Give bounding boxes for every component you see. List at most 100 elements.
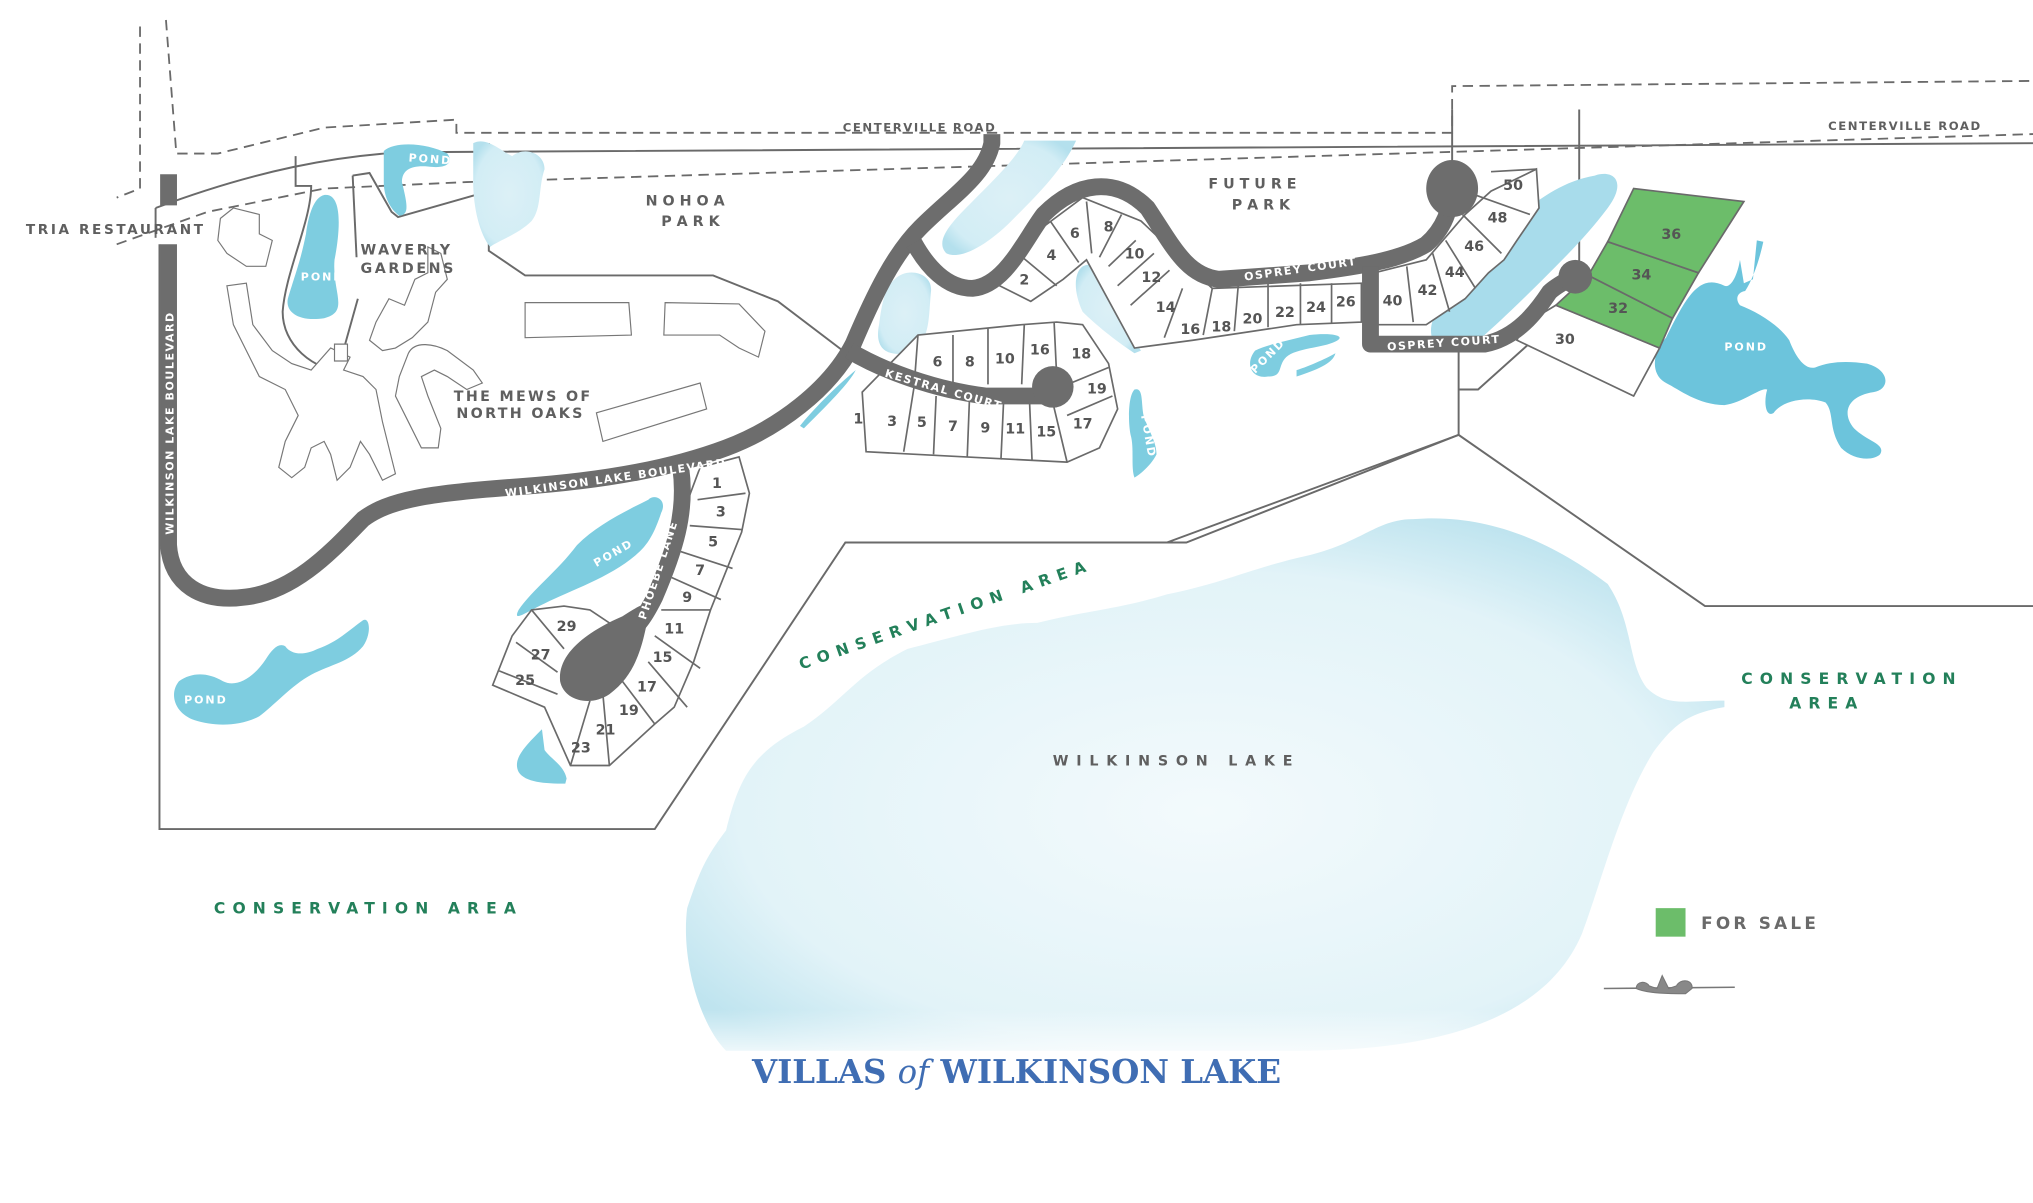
lot-number: 10 <box>995 352 1015 368</box>
lot-number: 22 <box>1275 305 1295 321</box>
buildings <box>217 207 766 482</box>
pond-waverly <box>287 194 339 320</box>
osprey-court-west <box>906 178 1461 297</box>
lot-36 <box>1606 187 1746 274</box>
phoebe-lot-numbers: 1 3 5 7 9 11 15 17 19 21 23 25 27 29 <box>515 476 726 756</box>
osprey-east-lot-numbers: 40 42 44 46 48 50 30 32 34 36 <box>1383 178 1682 348</box>
lot-number: 17 <box>637 680 657 696</box>
north-arrow-ornament-icon <box>1603 974 1735 995</box>
future-park-label-2: P A R K <box>1232 197 1291 213</box>
lot-number: 7 <box>695 563 705 579</box>
wilkinson-boulevard-vertical-label: WILKINSON LAKE BOULEVARD <box>164 311 177 534</box>
pond-phoebe-south <box>516 729 567 784</box>
conservation-area-left: CONSERVATION AREA <box>214 899 523 917</box>
lot-number: 20 <box>1243 311 1263 327</box>
for-sale-label: FOR SALE <box>1701 913 1819 933</box>
lot-number: 4 <box>1047 248 1057 264</box>
lot-number: 1 <box>712 476 722 492</box>
kestral-lot-numbers: 1 3 5 7 9 11 15 17 19 18 16 10 8 6 <box>853 343 1106 441</box>
lot-number: 24 <box>1306 300 1326 316</box>
title-part-of: of <box>898 1053 935 1091</box>
waverly-label-2: GARDENS <box>360 261 456 277</box>
lot-number: 8 <box>1104 219 1114 235</box>
lot-number: 12 <box>1141 270 1161 286</box>
for-sale-swatch <box>1655 908 1686 937</box>
title-part-villas: VILLAS <box>751 1053 898 1091</box>
lot-number: 44 <box>1445 265 1465 281</box>
nohoa-label-2: P A R K <box>661 214 720 230</box>
lot-number: 6 <box>932 354 942 370</box>
pond-label: POND <box>1724 341 1768 354</box>
lot-number: 9 <box>682 590 692 606</box>
centerville-road-label-right: CENTERVILLE ROAD <box>1828 119 1982 133</box>
lot-number: 16 <box>1180 322 1200 338</box>
osprey-east-lots <box>1373 167 1540 326</box>
pond-phoebe-north <box>516 497 664 617</box>
mews-label-2: NORTH OAKS <box>456 406 584 422</box>
phoebe-lots <box>491 455 751 767</box>
lot-number: 8 <box>965 354 975 370</box>
lot-number: 23 <box>571 741 591 757</box>
pond-kestral <box>1128 389 1157 478</box>
lot-number: 15 <box>653 650 673 666</box>
conservation-area-right-1: CONSERVATION <box>1741 670 1962 688</box>
lot-number: 16 <box>1030 343 1050 359</box>
mews-label-1: THE MEWS OF <box>454 389 593 405</box>
map-title: VILLAS of WILKINSON LAKE <box>751 1053 1281 1091</box>
lot-number: 7 <box>948 419 958 435</box>
lot-number: 40 <box>1383 293 1403 309</box>
lot-number: 17 <box>1073 417 1093 433</box>
osprey-west-lots <box>990 196 1363 349</box>
lot-number: 11 <box>1005 422 1025 438</box>
for-sale-lots <box>1515 187 1746 398</box>
centerville-road-label-left: CENTERVILLE ROAD <box>843 120 997 134</box>
lot-number: 9 <box>980 420 990 436</box>
lot-number: 5 <box>917 415 927 431</box>
pond-kestral-strip <box>799 370 856 429</box>
lot-number-for-sale: 32 <box>1608 301 1628 317</box>
lot-number: 50 <box>1503 178 1523 194</box>
lot-number: 2 <box>1019 273 1029 289</box>
lot-number-for-sale: 36 <box>1661 227 1681 243</box>
lot-number: 19 <box>619 703 639 719</box>
title-part-wilkinson: WILKINSON LAKE <box>929 1053 1281 1091</box>
pond-label: POND <box>301 271 345 284</box>
lot-number: 15 <box>1036 424 1056 440</box>
lot-number: 26 <box>1336 295 1356 311</box>
lot-number-for-sale: 34 <box>1632 267 1652 283</box>
conservation-area-right-2: AREA <box>1789 694 1864 712</box>
lot-number: 5 <box>708 535 718 551</box>
lot-number: 30 <box>1555 332 1575 348</box>
lot-number: 48 <box>1488 210 1508 226</box>
lot-number: 3 <box>716 505 726 521</box>
wilkinson-lake-boulevard <box>160 134 1001 607</box>
lot-number: 46 <box>1464 239 1484 255</box>
lot-number: 6 <box>1070 226 1080 242</box>
pond-osprey-small <box>1250 334 1340 377</box>
blue-ponds <box>174 240 1886 784</box>
lot-number: 10 <box>1125 247 1145 263</box>
waverly-gardens-area <box>281 141 545 375</box>
future-park-label-1: F U T U R E <box>1208 177 1296 193</box>
place-labels: TRIA RESTAURANT WAVERLY GARDENS THE MEWS… <box>26 177 1300 770</box>
tria-restaurant-label: TRIA RESTAURANT <box>26 222 206 238</box>
wilkinson-lake <box>648 518 1725 1064</box>
lot-number: 1 <box>853 411 863 427</box>
lot-number: 18 <box>1211 319 1231 335</box>
lot-number: 27 <box>531 647 551 663</box>
lot-number: 42 <box>1418 283 1438 299</box>
kestral-court <box>844 343 1051 405</box>
roads <box>160 134 1593 701</box>
lot-number: 25 <box>515 673 535 689</box>
osprey-west-lot-numbers: 2 4 6 8 10 12 14 16 18 20 22 24 26 <box>1019 219 1356 337</box>
lot-number: 3 <box>887 414 897 430</box>
map-title-text: VILLAS of WILKINSON LAKE <box>751 1053 1281 1091</box>
legend: FOR SALE <box>1655 908 1819 937</box>
lot-number: 18 <box>1071 347 1091 363</box>
lot-number: 14 <box>1156 300 1176 316</box>
lot-number: 11 <box>664 621 684 637</box>
wilkinson-lake-label: WILKINSON LAKE <box>1053 754 1300 770</box>
lot-number: 19 <box>1087 382 1107 398</box>
pond-top <box>383 144 450 216</box>
